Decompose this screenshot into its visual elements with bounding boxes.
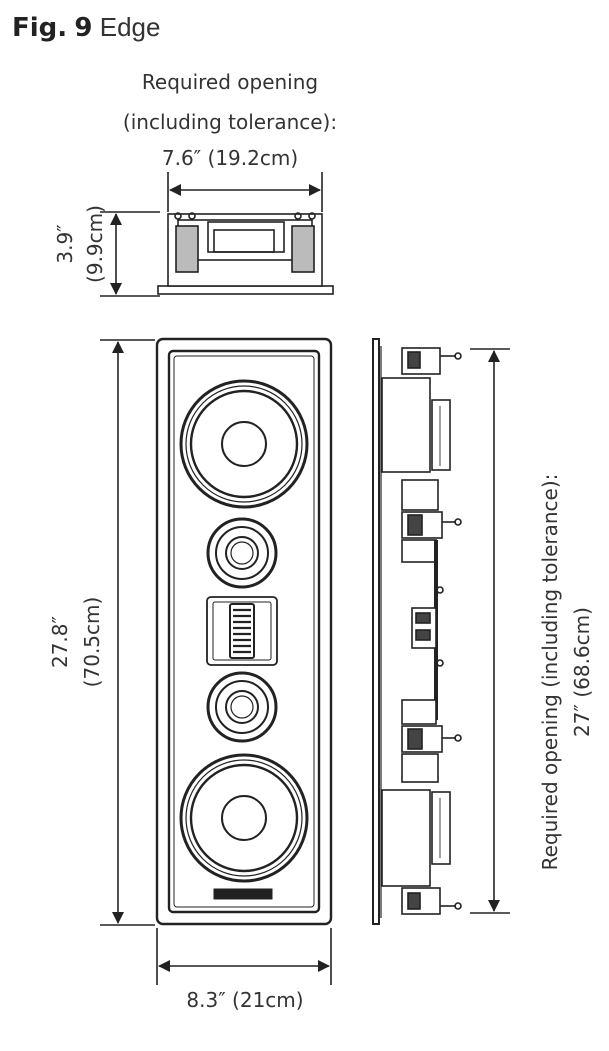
midrange-top [206, 517, 278, 589]
front-view [100, 337, 333, 985]
figure-name: Edge [99, 12, 161, 42]
side-view [372, 338, 510, 925]
top-width-label-1: Required opening [141, 70, 319, 94]
top-view [100, 172, 334, 297]
bottom-width-label: 8.3″ (21cm) [186, 988, 304, 1012]
midrange-bottom [206, 671, 278, 743]
woofer-top [179, 379, 309, 509]
tweeter [206, 596, 278, 666]
front-grille [167, 349, 321, 914]
figure-title: Fig. 9 Edge [12, 12, 160, 43]
figure-prefix: Fig. [12, 13, 68, 43]
top-width-label-3: 7.6″ (19.2cm) [161, 146, 299, 170]
logo-plate [213, 888, 273, 900]
top-width-label-2: (including tolerance): [122, 110, 338, 134]
woofer-bottom [179, 753, 309, 883]
figure-number: 9 [74, 13, 93, 43]
